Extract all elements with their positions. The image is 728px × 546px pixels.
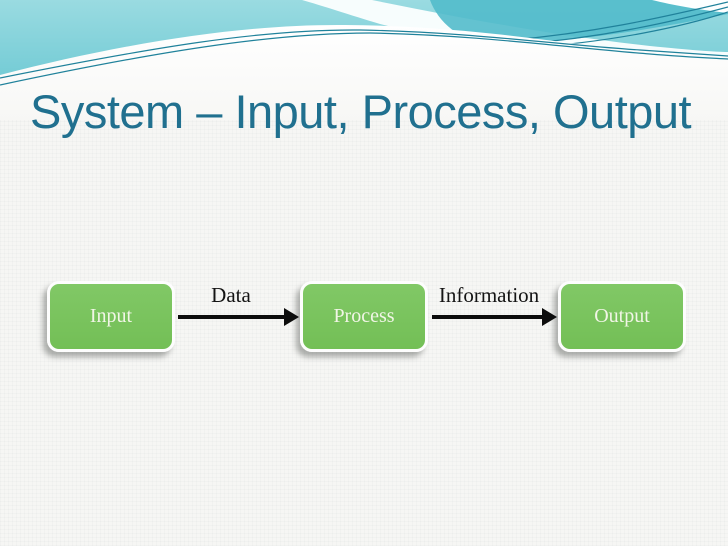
arrow-label-data: Data <box>211 283 251 307</box>
arrow-input-to-process <box>178 315 284 319</box>
node-process-label: Process <box>333 305 395 327</box>
arrow-input-to-process-head <box>284 308 299 326</box>
wave-corner-wedge <box>652 0 728 13</box>
header-wave-decoration <box>0 0 728 120</box>
wave-white-dome <box>0 24 728 120</box>
node-output-label: Output <box>594 305 650 327</box>
node-input-label: Input <box>89 305 133 327</box>
node-input: Input <box>47 281 175 352</box>
arrow-process-to-output-head <box>542 308 557 326</box>
node-output: Output <box>558 281 686 352</box>
node-process: Process <box>300 281 428 352</box>
arrow-process-to-output <box>432 315 542 319</box>
page-title: System – Input, Process, Output <box>30 85 692 138</box>
arrow-label-information: Information <box>438 283 540 307</box>
wave-ribbon <box>430 0 728 44</box>
wave-thin-lines-dome <box>0 29 728 86</box>
